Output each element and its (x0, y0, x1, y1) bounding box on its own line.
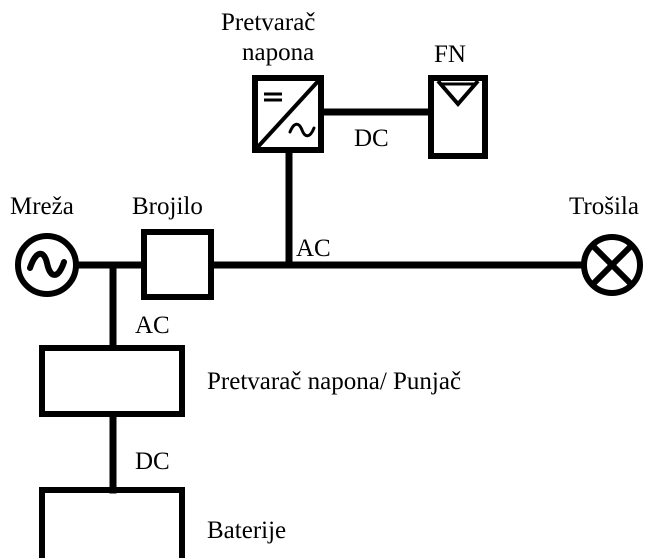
label-grid: Mreža (10, 193, 74, 220)
label-converter-top-line1: Pretvarač (221, 9, 315, 36)
label-meter: Brojilo (132, 193, 203, 220)
grid-source-icon (15, 233, 79, 297)
label-consumers: Trošila (569, 193, 639, 220)
label-ac-left: AC (135, 312, 170, 339)
label-pv: FN (434, 41, 466, 68)
label-batteries: Baterije (207, 517, 286, 544)
meter-box (141, 229, 214, 300)
label-converter-top-line2: napona (242, 39, 314, 66)
label-dc-bottom: DC (135, 448, 170, 475)
lamp-icon (581, 234, 643, 296)
label-converter-charger: Pretvarač napona/ Punjač (207, 368, 461, 395)
label-ac-top: AC (296, 235, 331, 262)
inverter-icon (252, 75, 324, 153)
converter-charger-box (39, 345, 185, 417)
label-dc-top: DC (354, 125, 389, 152)
pv-panel-icon (428, 75, 488, 159)
battery-box (39, 487, 185, 558)
